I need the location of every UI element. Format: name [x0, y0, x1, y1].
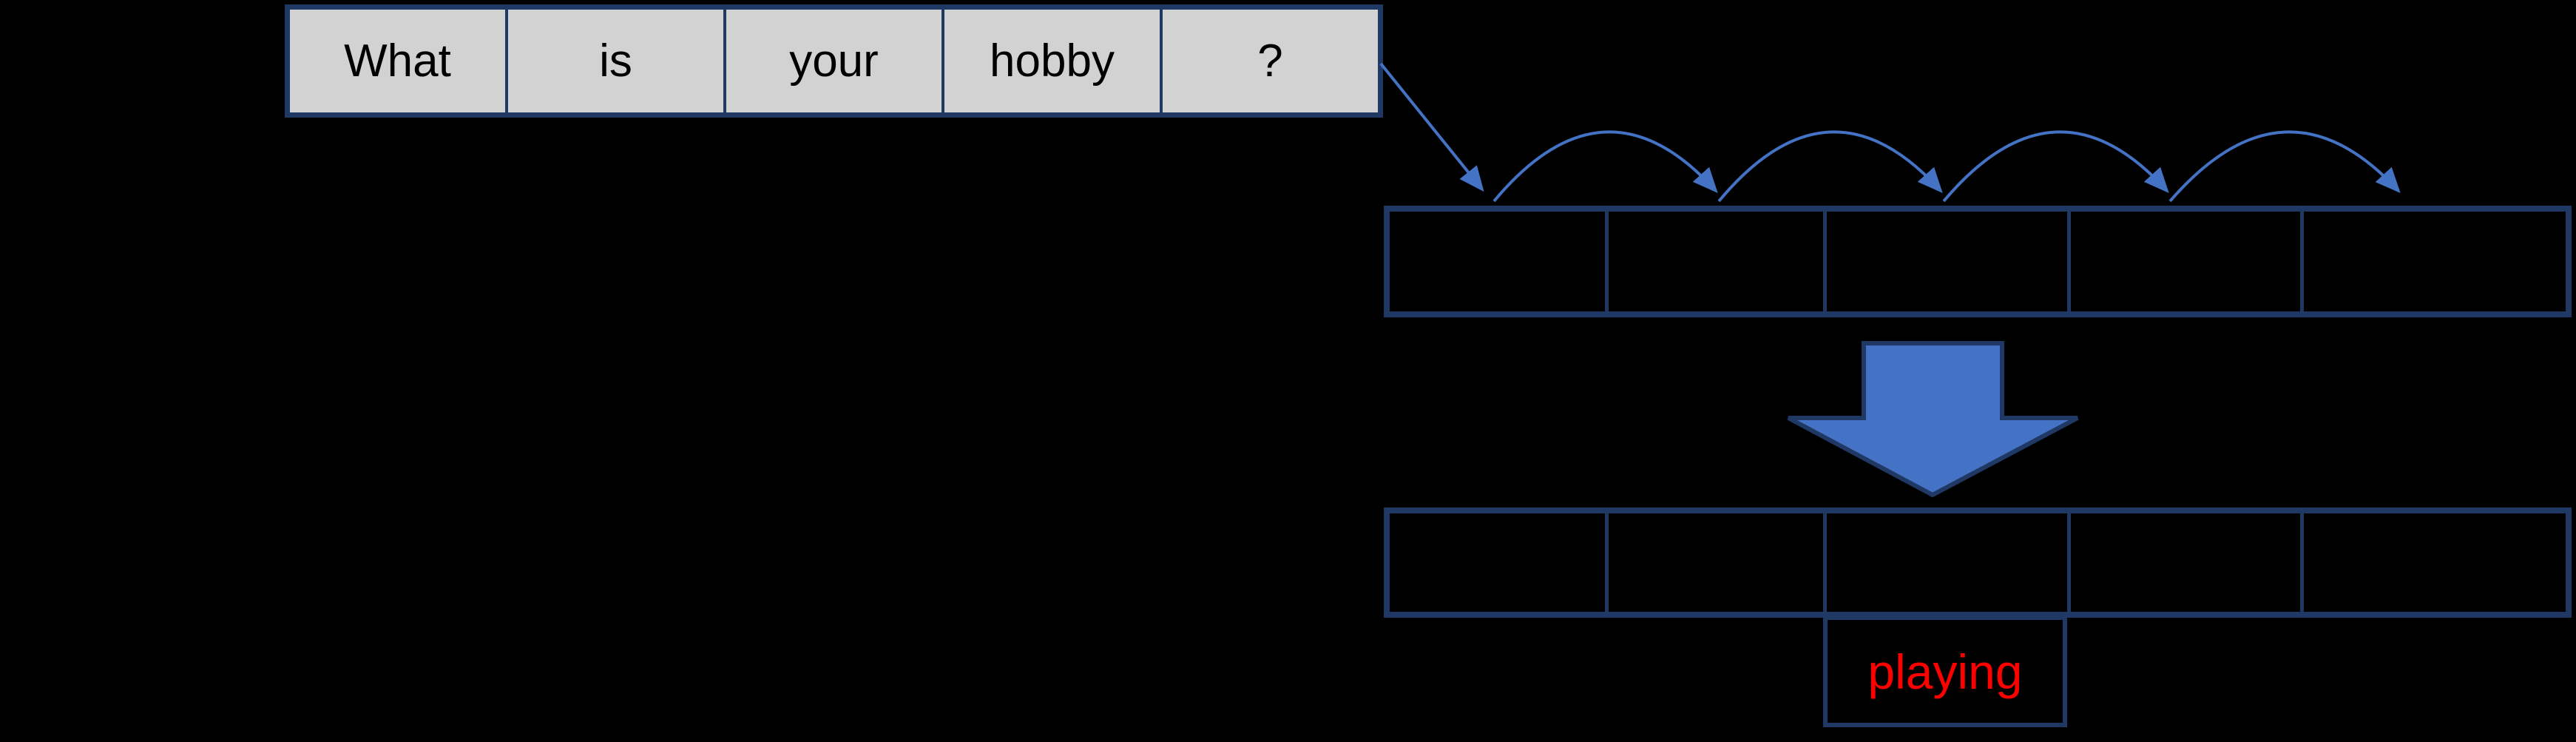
input-token-cell: hobby	[942, 10, 1160, 112]
state-cell	[1605, 513, 1823, 612]
hop-arc-icon	[1942, 130, 2169, 203]
state-cell	[1823, 212, 2067, 311]
diagonal-arrow-icon	[1379, 62, 1484, 192]
state-cell	[1390, 513, 1605, 612]
state-cell	[2067, 212, 2300, 311]
block-down-arrow-icon	[1787, 341, 2079, 498]
state-cell	[1390, 212, 1605, 311]
input-token-label: What	[344, 35, 451, 87]
state-row-top	[1384, 206, 2572, 317]
state-cell	[1823, 513, 2067, 612]
state-cell	[2300, 212, 2566, 311]
state-cell	[2067, 513, 2300, 612]
input-token-label: ?	[1257, 35, 1283, 87]
state-cell	[1605, 212, 1823, 311]
input-sentence-table: What is your hobby ?	[285, 4, 1383, 118]
input-token-cell: is	[505, 10, 723, 112]
predicted-word-box: playing	[1823, 615, 2067, 727]
hop-arc-icon	[2168, 130, 2401, 203]
input-token-label: is	[599, 35, 632, 87]
input-token-label: hobby	[990, 35, 1115, 87]
hop-arc-icon	[1492, 130, 1718, 203]
input-token-cell: your	[723, 10, 942, 112]
state-cell	[2300, 513, 2566, 612]
hop-arc-icon	[1717, 130, 1943, 203]
input-token-cell: ?	[1160, 10, 1378, 112]
input-token-cell: What	[290, 10, 505, 112]
predicted-word-label: playing	[1867, 644, 2023, 699]
state-row-bottom	[1384, 507, 2572, 618]
input-token-label: your	[789, 35, 879, 87]
